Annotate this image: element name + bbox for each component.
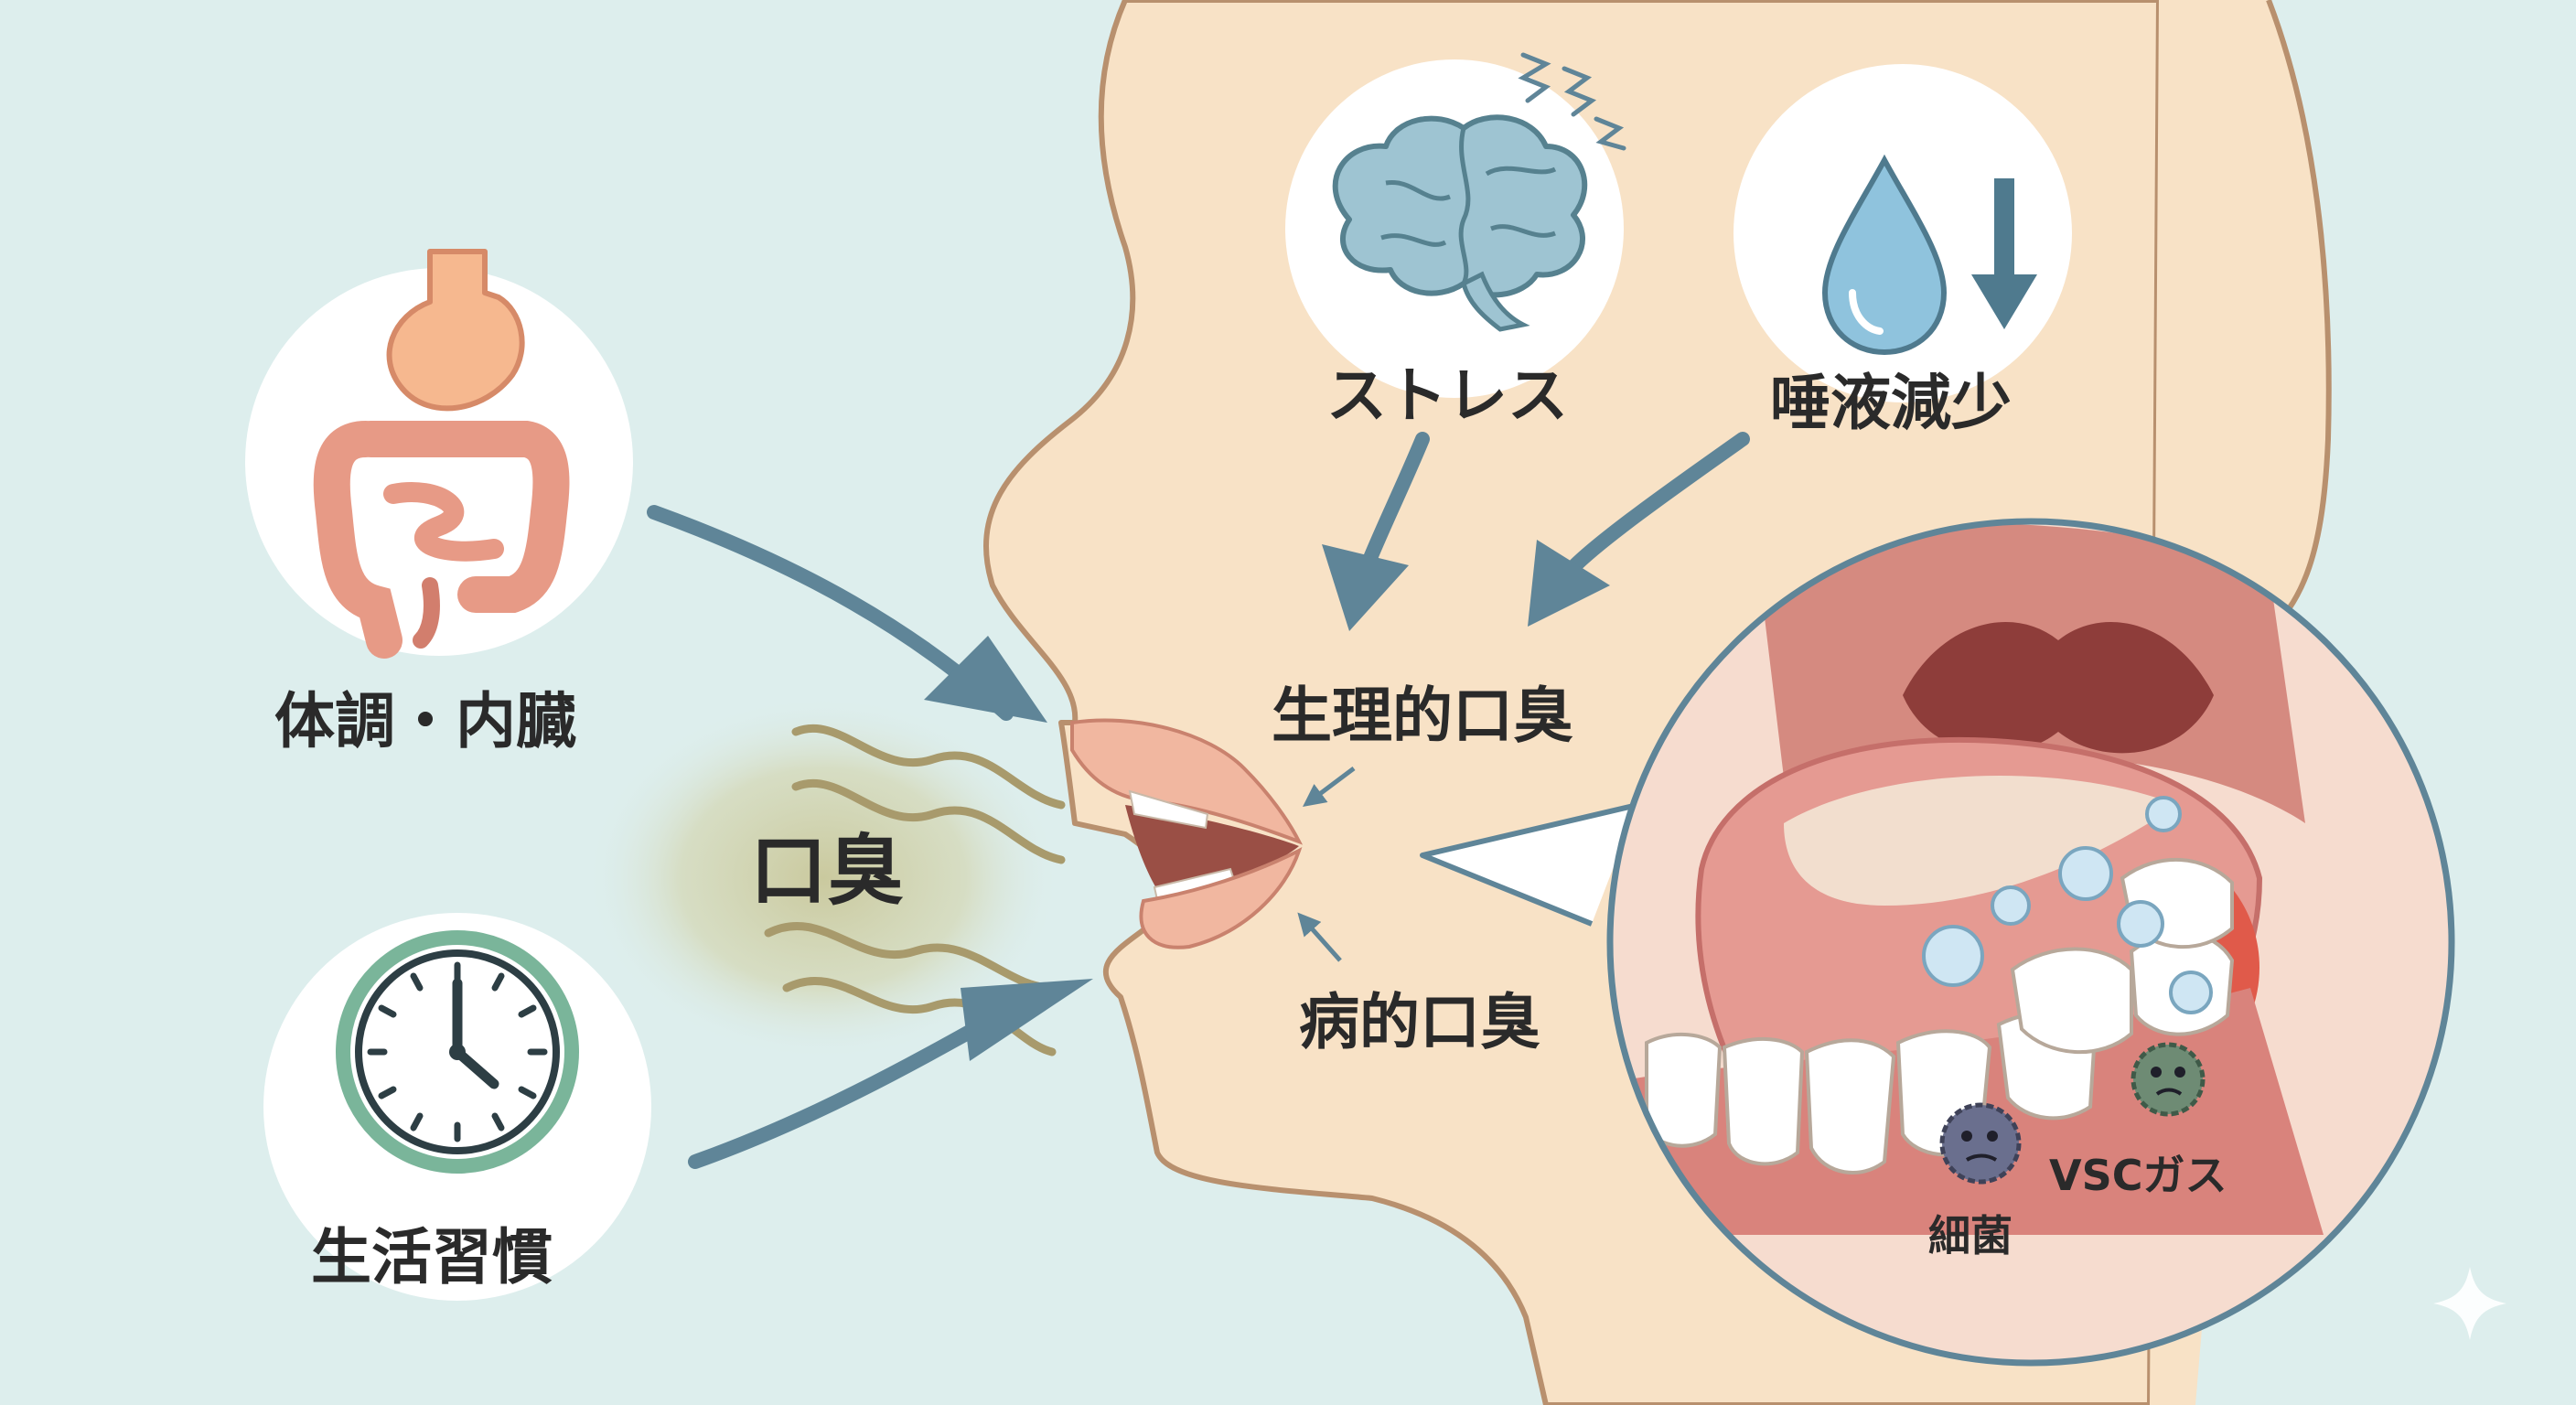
label-vsc-gas: VSCガス — [2049, 1151, 2227, 1200]
upper-teeth — [1128, 789, 1209, 830]
label-center-halitosis: 口臭 — [750, 826, 905, 916]
gas-bubbles — [1922, 796, 2213, 1014]
label-lifestyle: 生活習慣 — [311, 1222, 553, 1292]
upper-lip — [1070, 718, 1304, 845]
arrowhead-lifestyle — [961, 979, 1093, 1061]
odor-waves — [764, 724, 1066, 1056]
label-saliva: 唾液減少 — [1770, 368, 2012, 438]
mouth-opening — [1125, 805, 1299, 896]
water-drop-icon — [1821, 154, 1948, 356]
arrowhead-stress — [1322, 544, 1409, 631]
label-body: 体調・内臓 — [274, 686, 576, 756]
mouth-detail-circle — [1606, 518, 2455, 1367]
arrowhead-body — [924, 636, 1047, 723]
down-arrow-icon — [1971, 178, 2037, 329]
arrow-pathological-small — [1297, 912, 1342, 962]
breath-cloud — [585, 695, 1061, 1061]
stomach-intestine-icon — [313, 249, 570, 659]
label-stress: ストレス — [1326, 360, 1568, 431]
label-bacteria: 細菌 — [1928, 1211, 2012, 1260]
sparkle-icon — [2433, 1267, 2506, 1340]
arrow-physiological-small — [1303, 767, 1356, 807]
clock-icon — [336, 930, 579, 1174]
brain-icon — [1332, 52, 1626, 332]
lower-lip — [1139, 847, 1303, 949]
head-back-line — [2258, 0, 2332, 643]
arrowhead-saliva — [1528, 540, 1610, 627]
zoom-pointer — [1420, 802, 1638, 927]
label-pathological: 病的口臭 — [1299, 987, 1540, 1057]
arrow-saliva-down — [1566, 432, 1750, 574]
label-physiological: 生理的口臭 — [1272, 681, 1573, 751]
bacteria-icon — [1939, 1042, 2206, 1185]
